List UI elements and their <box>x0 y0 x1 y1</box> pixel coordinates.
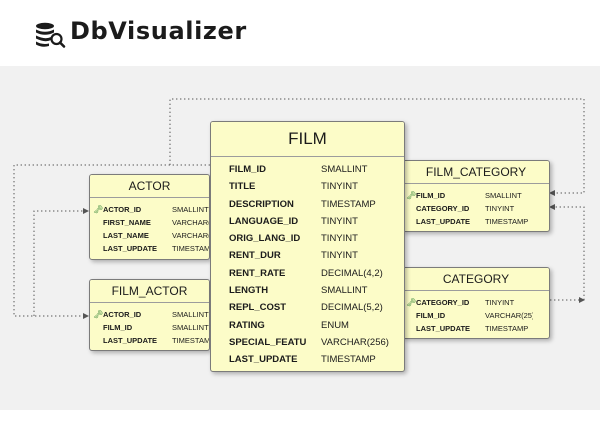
page-footer <box>0 410 600 447</box>
table-title-film-actor: FILM_ACTOR <box>90 280 209 303</box>
table-title-film: FILM <box>211 122 404 157</box>
key-icon: 🗝︎ <box>406 298 417 307</box>
table-title-category: CATEGORY <box>403 268 549 291</box>
table-title-actor: ACTOR <box>90 175 209 198</box>
database-search-icon <box>36 22 66 48</box>
app-title: DbVisualizer <box>70 17 247 45</box>
table-title-film-category: FILM_CATEGORY <box>403 161 549 184</box>
brand-header: DbVisualizer <box>0 0 600 66</box>
key-icon: 🗝︎ <box>93 310 104 319</box>
key-icon: 🗝︎ <box>93 205 104 214</box>
key-icon: 🗝︎ <box>406 191 417 200</box>
